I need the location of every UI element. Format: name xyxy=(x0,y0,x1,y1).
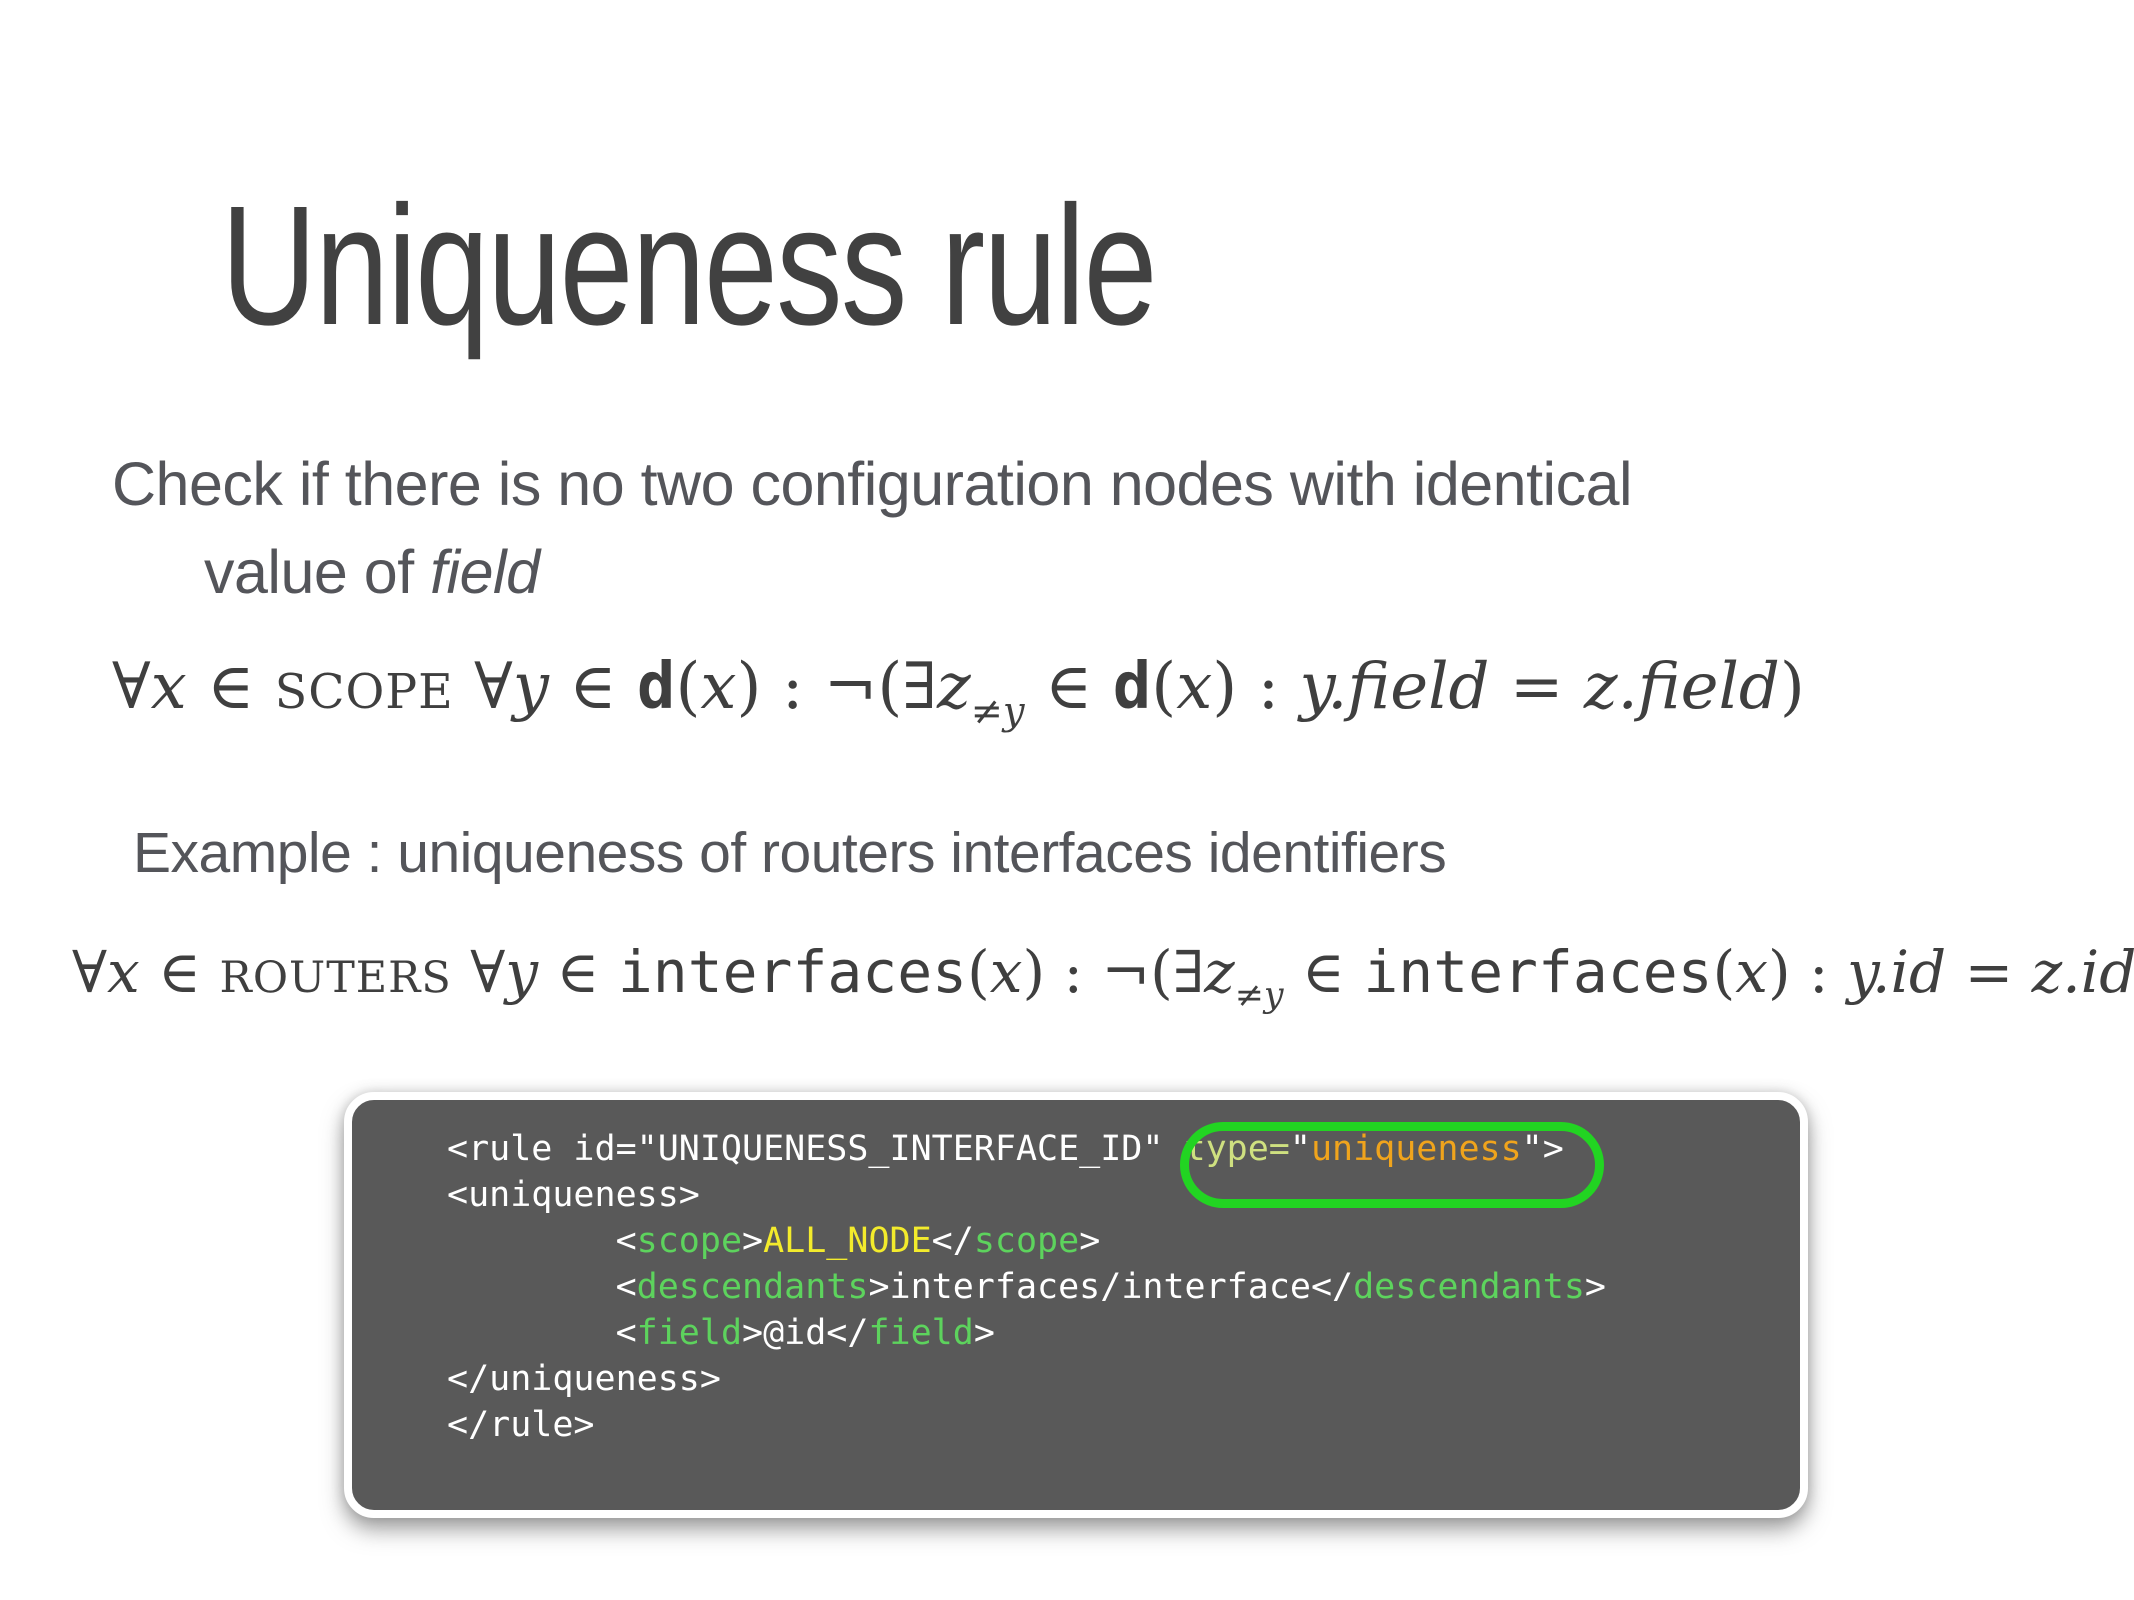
code-line: <rule id="UNIQUENESS_INTERFACE_ID" type=… xyxy=(447,1126,1790,1172)
token: ( xyxy=(1712,938,1736,1006)
token: interfaces xyxy=(617,938,968,1006)
body-paragraph: Check if there is no two configuration n… xyxy=(112,440,2092,616)
token: <uniqueness> xyxy=(447,1175,700,1215)
token: >interfaces/interface</ xyxy=(868,1267,1354,1307)
token: descendants xyxy=(636,1267,869,1307)
token: y xyxy=(512,650,549,724)
token: descendants xyxy=(1353,1267,1585,1307)
token: ∈ xyxy=(186,650,275,724)
token: field xyxy=(636,1313,743,1353)
token: ) : xyxy=(1212,650,1300,724)
token: ∈ xyxy=(139,938,220,1006)
token: ) : ¬(∃ xyxy=(736,650,938,724)
paragraph-line-2-emphasis: field xyxy=(430,538,540,606)
paragraph-line-1: Check if there is no two configuration n… xyxy=(112,450,1633,518)
token: ∈ xyxy=(538,938,618,1006)
token: > xyxy=(1079,1221,1101,1261)
token: ∀ xyxy=(453,650,513,724)
paragraph-line-2-text: value of xyxy=(204,538,431,606)
token: scope xyxy=(636,1221,743,1261)
token: y xyxy=(505,938,539,1006)
token: d xyxy=(636,650,676,724)
token: z xyxy=(937,650,971,724)
token: y.field xyxy=(1299,650,1490,724)
token: "> xyxy=(1521,1129,1564,1169)
token: scope xyxy=(973,1221,1080,1261)
token: uniqueness xyxy=(1310,1129,1522,1169)
token: ∀ xyxy=(112,650,151,724)
token: interfaces xyxy=(1363,938,1713,1006)
token: ∀ xyxy=(72,938,108,1006)
token: ALL_NODE xyxy=(763,1221,932,1261)
token: x xyxy=(989,938,1023,1006)
token: </ xyxy=(931,1221,974,1261)
token: ) xyxy=(1779,650,1805,724)
token: > xyxy=(742,1221,764,1261)
token: " xyxy=(1289,1129,1311,1169)
token: > xyxy=(1584,1267,1606,1307)
token: type= xyxy=(1184,1129,1290,1169)
code-block: <rule id="UNIQUENESS_INTERFACE_ID" type=… xyxy=(344,1092,1808,1518)
token: ) : xyxy=(1767,938,1847,1006)
code-line: </rule> xyxy=(447,1402,1790,1448)
token: </uniqueness> xyxy=(447,1359,721,1399)
token: ) : ¬(∃ xyxy=(1022,938,1205,1006)
token: < xyxy=(447,1267,637,1307)
token: y.id xyxy=(1846,938,1947,1006)
token: field xyxy=(868,1313,974,1353)
token: ( xyxy=(967,938,990,1006)
formula-scope: ∀x ∈ SCOPE ∀y ∈ d(x) : ¬(∃z≠y ∈ d(x) : y… xyxy=(112,650,1805,734)
token: ∈ xyxy=(1283,938,1364,1006)
example-caption: Example : uniqueness of routers interfac… xyxy=(133,821,1447,885)
token: >@id</ xyxy=(742,1313,869,1353)
token: z.field xyxy=(1583,650,1780,724)
formula-routers: ∀x ∈ ROUTERS ∀y ∈ interfaces(x) : ¬(∃z≠y… xyxy=(72,938,2134,1016)
token: > xyxy=(973,1313,995,1353)
token: = xyxy=(1946,938,2032,1006)
token: ∀ xyxy=(451,938,506,1006)
code-line: <scope>ALL_NODE</scope> xyxy=(447,1218,1790,1264)
token: <rule id="UNIQUENESS_INTERFACE_ID" xyxy=(447,1129,1185,1169)
token: ( xyxy=(1151,650,1177,724)
token: x xyxy=(107,938,140,1006)
token: ≠y xyxy=(1234,975,1284,1016)
token: ∈ xyxy=(1024,650,1113,724)
token: ∈ xyxy=(548,650,637,724)
code-line: <field>@id</field> xyxy=(447,1310,1790,1356)
token: = xyxy=(1489,650,1584,724)
slide-title: Uniqueness rule xyxy=(221,171,1157,361)
token: z xyxy=(1204,938,1235,1006)
token: ROUTERS xyxy=(219,953,452,1003)
code-lines: <rule id="UNIQUENESS_INTERFACE_ID" type=… xyxy=(447,1126,1790,1448)
token: x xyxy=(1176,650,1213,724)
token: x xyxy=(700,650,737,724)
token: x xyxy=(1735,938,1768,1006)
token: x xyxy=(150,650,187,724)
token: </rule> xyxy=(447,1405,595,1445)
code-line: <descendants>interfaces/interface</desce… xyxy=(447,1264,1790,1310)
token: ≠y xyxy=(970,689,1025,735)
code-line: </uniqueness> xyxy=(447,1356,1790,1402)
token: ( xyxy=(675,650,701,724)
code-line: <uniqueness> xyxy=(447,1172,1790,1218)
token: < xyxy=(447,1313,637,1353)
token: < xyxy=(447,1221,637,1261)
token: d xyxy=(1112,650,1152,724)
paragraph-line-2: value of field xyxy=(204,528,2092,616)
token: SCOPE xyxy=(274,665,454,720)
token: z.id xyxy=(2031,938,2134,1006)
